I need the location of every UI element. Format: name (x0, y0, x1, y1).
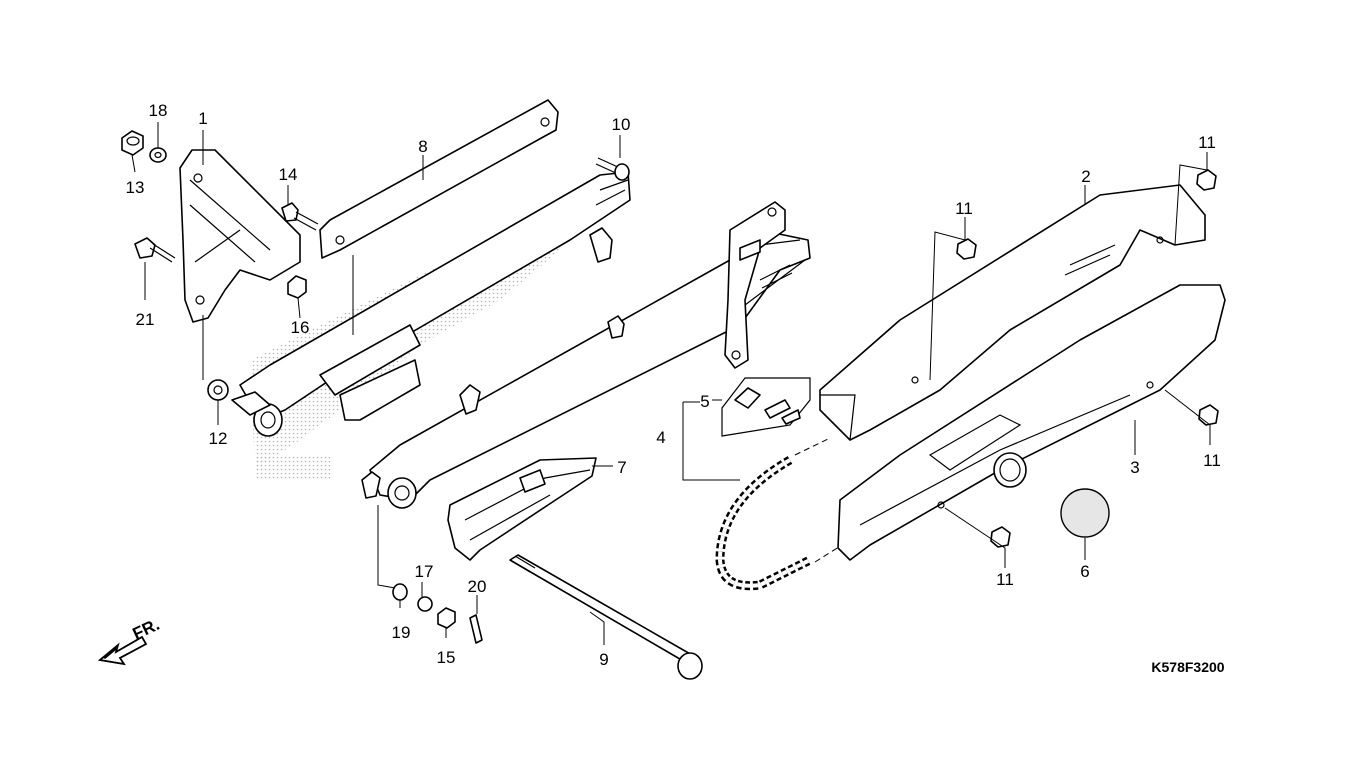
cap-part-6[interactable] (1060, 488, 1110, 538)
diagram-code: K578F3200 (1151, 659, 1224, 675)
bolt-part-21[interactable] (134, 237, 176, 263)
callout-18: 18 (149, 101, 168, 120)
leader-lines (131, 122, 1211, 645)
callout-10: 10 (612, 115, 631, 134)
bracket-part-1[interactable] (179, 149, 301, 323)
flange-nut-part-13[interactable] (121, 130, 144, 156)
callout-15: 15 (437, 648, 456, 667)
callout-2: 2 (1081, 167, 1090, 186)
callout-20: 20 (468, 577, 487, 596)
callout-13: 13 (126, 178, 145, 197)
callout-5: 5 (700, 392, 709, 411)
callout-9: 9 (599, 650, 608, 669)
washer-part-19[interactable] (392, 583, 408, 601)
washer-part-18[interactable] (149, 147, 167, 163)
nut-part-15[interactable] (437, 607, 456, 629)
chain-case-lower-part-3[interactable] (837, 284, 1226, 561)
callout-11b: 11 (955, 199, 973, 218)
axle-part-9[interactable] (509, 554, 703, 680)
callout-19: 19 (392, 623, 411, 642)
bolt-part-14[interactable] (281, 202, 319, 231)
callout-17: 17 (415, 562, 434, 581)
callout-21: 21 (136, 310, 155, 329)
callout-7: 7 (617, 458, 626, 477)
callout-4: 4 (656, 428, 665, 447)
callout-3: 3 (1130, 458, 1139, 477)
callout-1: 1 (198, 109, 207, 128)
swing-arm-body[interactable] (231, 171, 811, 509)
washer-part-12[interactable] (207, 379, 229, 401)
direction-label: FR. (130, 615, 163, 644)
chain-case-upper-part-2[interactable] (819, 184, 1206, 441)
cotter-pin-part-20[interactable] (469, 614, 483, 644)
drive-chain-part-4[interactable] (715, 437, 851, 591)
chain-slider-part-7[interactable] (447, 457, 597, 561)
callout-11c: 11 (1203, 451, 1221, 470)
callout-12: 12 (209, 429, 228, 448)
nut-part-16[interactable] (287, 275, 307, 299)
front-direction-arrow: FR. (97, 615, 163, 666)
callout-6: 6 (1080, 562, 1089, 581)
callout-16: 16 (291, 318, 310, 337)
callout-8: 8 (418, 137, 427, 156)
callout-14: 14 (279, 165, 298, 184)
stay-part-8[interactable] (319, 99, 559, 259)
callout-labels: 1 2 3 4 5 6 7 8 9 10 11 11 11 11 12 13 1… (126, 101, 1221, 669)
washer-part-17[interactable] (417, 596, 433, 612)
callout-11a: 11 (1198, 133, 1216, 152)
chain-joint-part-5[interactable] (721, 377, 811, 437)
callout-11d: 11 (996, 570, 1014, 589)
bolt-part-10[interactable] (595, 157, 630, 181)
